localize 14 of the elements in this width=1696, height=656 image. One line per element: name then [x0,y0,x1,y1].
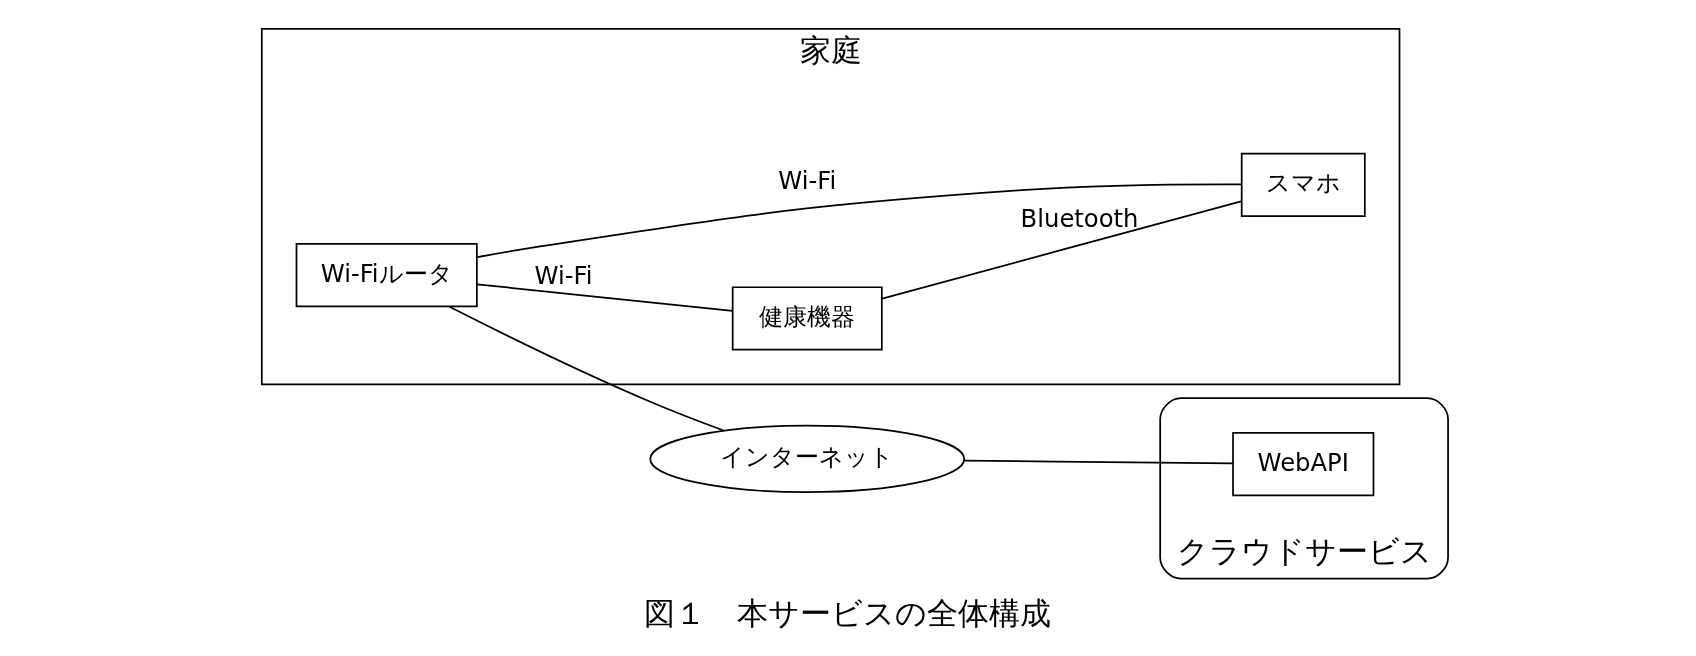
edge-label: Bluetooth [1020,203,1139,233]
connector [476,283,734,312]
node-ellipse: インターネット [649,424,966,494]
node-box: Wi-Fiルータ [295,243,478,308]
connector [448,305,726,432]
node-box: WebAPI [1232,432,1375,497]
caption: 図１ 本サービスの全体構成 [644,595,1052,632]
edge-label: Wi-Fi [534,261,593,291]
connector [881,200,1242,300]
connector [476,183,1243,258]
connector [963,459,1234,465]
node-box: 健康機器 [731,286,883,351]
node-box: スマホ [1240,152,1366,217]
edge-label: Wi-Fi [778,165,837,195]
